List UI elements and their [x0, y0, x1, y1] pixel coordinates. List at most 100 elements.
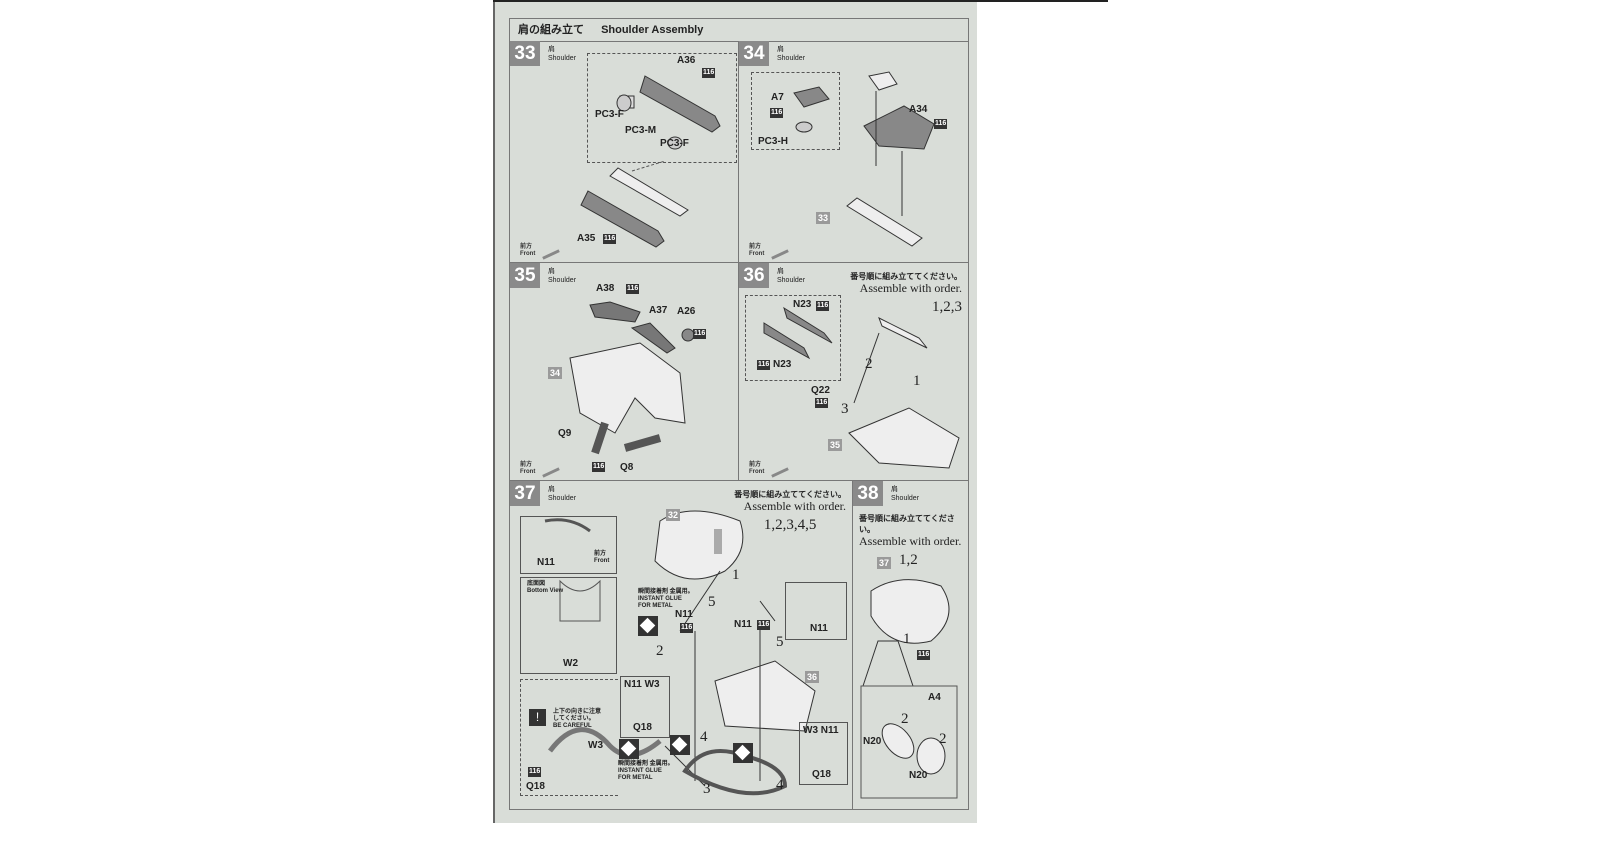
order-marker: 3: [703, 781, 711, 797]
front-jp: 前方: [749, 462, 762, 468]
order-marker: 1: [913, 373, 921, 389]
part-label: PC3-M: [625, 125, 657, 136]
part-label: Q22: [811, 385, 830, 396]
detail-box-w3-n11: W3 N11 Q18: [799, 722, 848, 785]
subtitle-en: Shoulder: [777, 55, 806, 62]
front-en: Front: [749, 251, 765, 257]
subtitle-jp: 肩: [777, 268, 784, 275]
glue-jp: 瞬間接着剤 金属用。: [638, 589, 694, 595]
subtitle-en: Shoulder: [777, 277, 806, 284]
paint-tag: 116: [680, 623, 694, 633]
paint-tag: 116: [757, 360, 771, 370]
part-label: W3 N11: [803, 725, 839, 736]
order-marker: 1: [903, 631, 911, 647]
subtitle-jp: 肩: [548, 268, 555, 275]
part-label: A4: [928, 692, 941, 703]
order-marker: 3: [841, 401, 849, 417]
front-en: Front: [520, 251, 536, 257]
part-label: Q18: [633, 722, 652, 733]
part-label: N11: [734, 619, 752, 630]
step-38-drawing: [860, 579, 958, 799]
part-label: A35: [577, 233, 596, 244]
subtitle-en: Shoulder: [548, 55, 577, 62]
step-number: 34: [739, 41, 769, 66]
paint-tag: 116: [592, 462, 606, 472]
glue-en-2: FOR METAL: [638, 603, 673, 609]
step-number: 35: [510, 263, 540, 288]
paint-tag: 116: [528, 767, 542, 777]
paint-tag: 116: [934, 119, 948, 129]
careful-jp-2: してください。: [553, 716, 595, 722]
step-35-drawing: [569, 301, 695, 455]
paint-tag: 116: [702, 68, 716, 78]
part-label: N11: [675, 609, 693, 620]
front-jp: 前方: [520, 244, 533, 250]
paint-tag: 116: [770, 108, 784, 118]
paint-tag: 116: [603, 234, 617, 244]
order-marker: 1: [732, 567, 740, 583]
glue-icon: [733, 743, 753, 763]
step-number: 37: [510, 481, 540, 506]
assembly-order-note: 番号順に組み立ててください。 Assemble with order. 1,2: [859, 513, 968, 569]
section-title-jp: 肩の組み立て: [518, 24, 584, 36]
order-note-en: Assemble with order.: [859, 281, 962, 295]
part-label: A37: [649, 305, 668, 316]
step-number: 38: [853, 481, 883, 506]
glue-en-2: FOR METAL: [618, 775, 653, 781]
step-number: 33: [510, 41, 540, 66]
step-subtitle: 肩 Shoulder: [548, 485, 576, 503]
step-reference: 35: [828, 439, 843, 451]
detail-box: [751, 72, 840, 150]
glue-icon: [670, 735, 690, 755]
careful-box: [520, 679, 618, 796]
detail-box: [745, 295, 841, 381]
order-sequence: 1,2,3: [932, 299, 962, 315]
subtitle-en: Shoulder: [548, 495, 577, 502]
order-note-jp: 番号順に組み立ててください。: [734, 490, 846, 499]
bottom-view-en: Bottom View: [527, 588, 564, 594]
part-label: PC3-H: [758, 136, 789, 147]
part-label: PC3-F: [595, 109, 624, 120]
order-marker: 2: [865, 356, 873, 372]
part-label: N11: [537, 557, 555, 568]
glue-icon: [638, 616, 658, 636]
order-marker: 4: [700, 729, 708, 745]
careful-jp-1: 上下の向きに注意: [553, 709, 602, 715]
order-note-jp: 番号順に組み立ててください。: [859, 514, 955, 534]
part-label: A38: [596, 283, 615, 294]
careful-en: BE CAREFUL: [553, 723, 592, 729]
subtitle-jp: 肩: [548, 486, 555, 493]
part-label: Q9: [558, 428, 572, 439]
order-marker: 2: [939, 731, 947, 747]
glue-icon: [619, 739, 639, 759]
step-number: 36: [739, 263, 769, 288]
paint-tag: 116: [693, 329, 707, 339]
step-37-drawing: [544, 510, 816, 796]
bottom-view-jp: 底面図: [527, 581, 546, 587]
order-note-en: Assemble with order.: [859, 534, 962, 548]
front-en: Front: [520, 469, 536, 475]
subtitle-jp: 肩: [891, 486, 898, 493]
paint-tag: 116: [626, 284, 640, 294]
paint-tag: 116: [757, 620, 771, 630]
part-label: A26: [677, 306, 696, 317]
front-en: Front: [749, 469, 765, 475]
order-marker: 5: [708, 594, 716, 610]
paint-tag: 116: [917, 650, 931, 660]
paint-tag: 116: [815, 398, 829, 408]
part-label: W2: [563, 658, 578, 669]
section-header: 肩の組み立て Shoulder Assembly: [510, 19, 968, 42]
order-sequence: 1,2: [899, 552, 918, 568]
